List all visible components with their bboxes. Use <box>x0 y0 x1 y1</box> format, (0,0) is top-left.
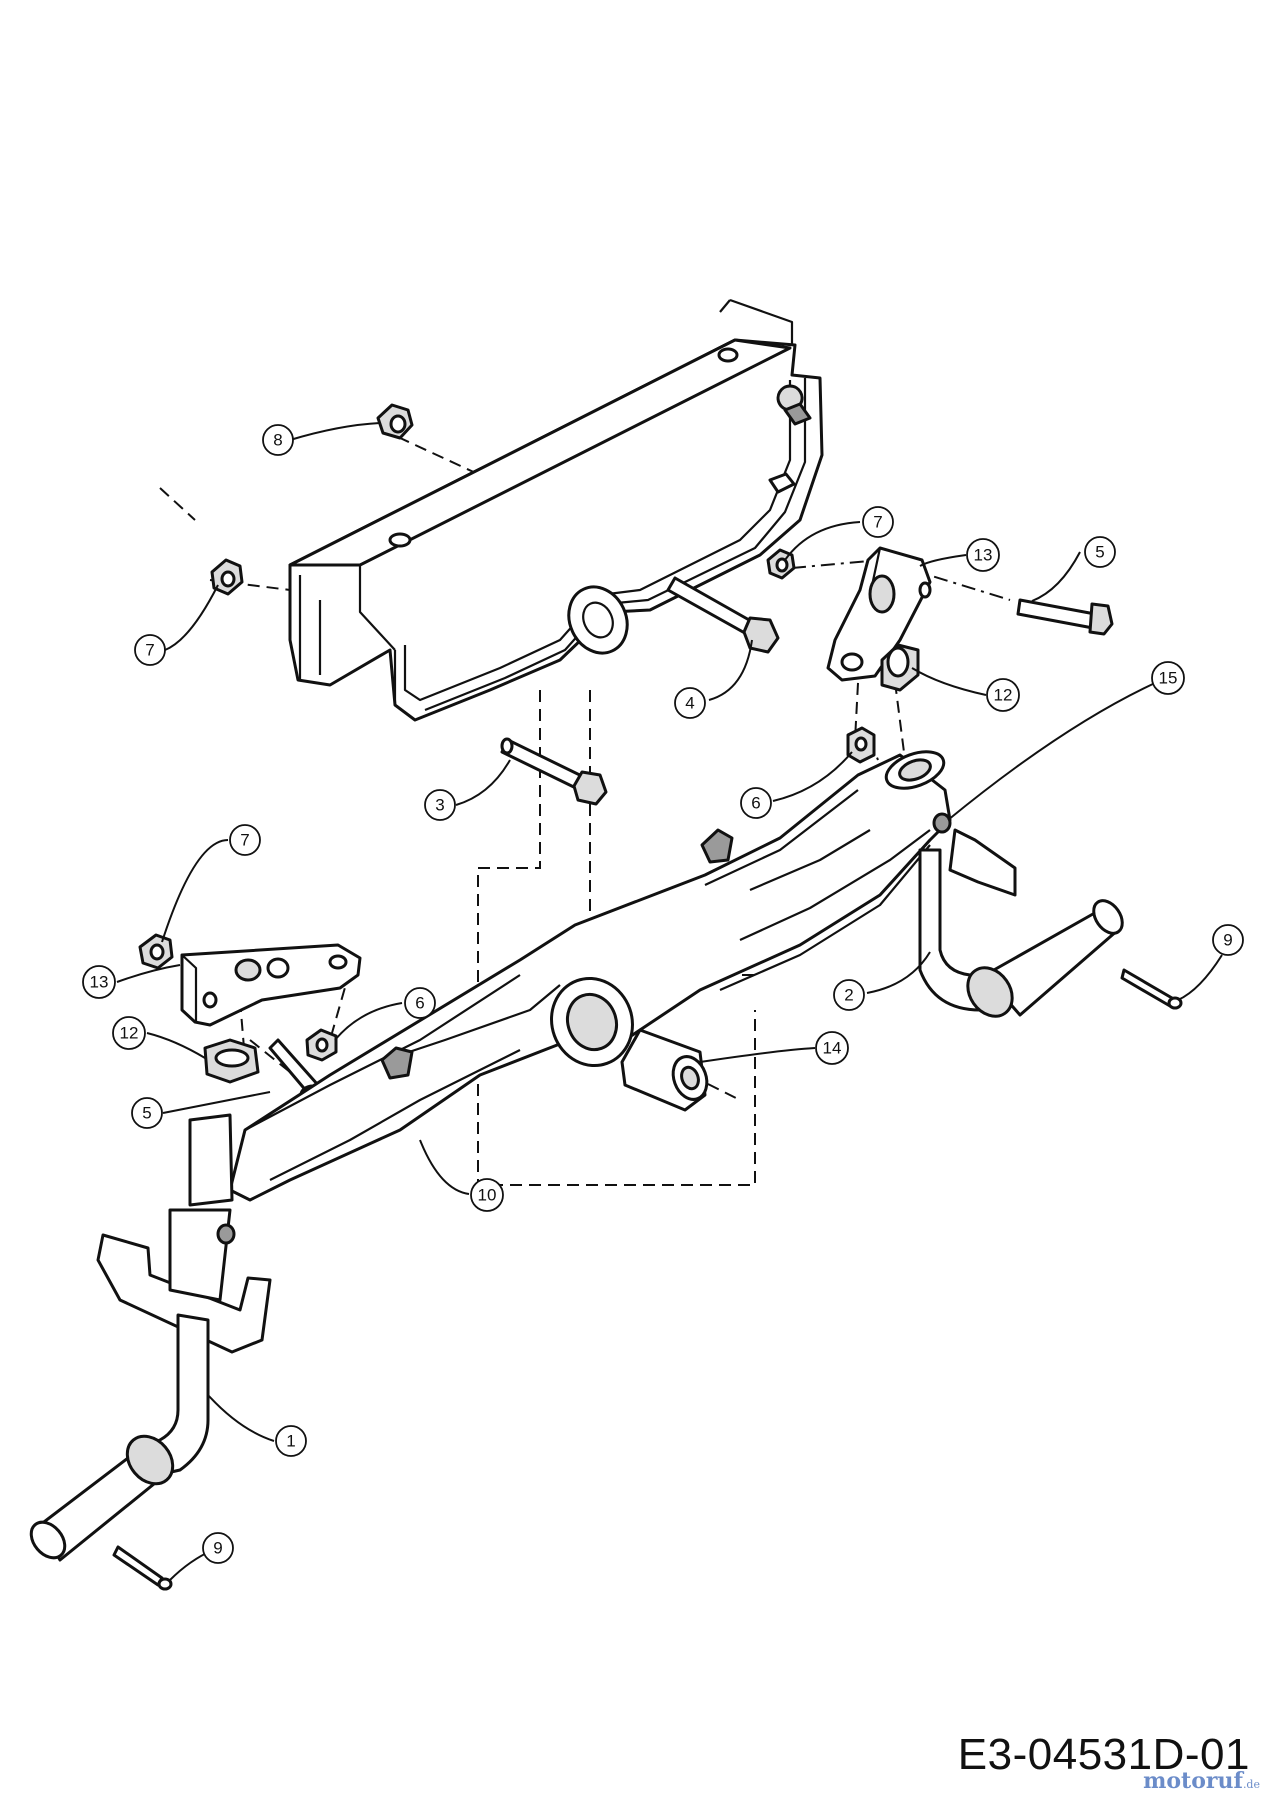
callout-7: 7 <box>862 506 894 538</box>
bushing-12-upper <box>880 643 920 692</box>
svg-text:4: 4 <box>685 694 694 713</box>
svg-text:6: 6 <box>751 794 760 813</box>
svg-text:9: 9 <box>213 1539 222 1558</box>
svg-text:7: 7 <box>240 831 249 850</box>
svg-text:10: 10 <box>478 1186 497 1205</box>
bolt-3 <box>500 737 608 806</box>
cotter-pin-9-upper <box>1120 968 1183 1010</box>
callout-2: 2 <box>833 979 865 1011</box>
bolt-4 <box>666 576 780 654</box>
cotter-pin-9-lower <box>112 1545 173 1591</box>
svg-text:1: 1 <box>286 1432 295 1451</box>
svg-text:13: 13 <box>90 973 109 992</box>
svg-text:6: 6 <box>415 994 424 1013</box>
callout-7: 7 <box>134 634 166 666</box>
callout-14: 14 <box>815 1031 849 1065</box>
flange-nut-7-left <box>210 558 244 596</box>
pivot-clamp-13-upper <box>826 546 932 682</box>
callout-12: 12 <box>112 1016 146 1050</box>
svg-text:8: 8 <box>273 431 282 450</box>
flange-nut-8 <box>376 403 414 440</box>
svg-text:7: 7 <box>873 513 882 532</box>
svg-text:15: 15 <box>1159 669 1178 688</box>
callout-3: 3 <box>424 789 456 821</box>
flange-nut-7-lower <box>138 933 174 970</box>
svg-text:5: 5 <box>1095 543 1104 562</box>
svg-text:12: 12 <box>994 686 1013 705</box>
mounting-bracket <box>288 298 824 722</box>
callout-8: 8 <box>262 424 294 456</box>
grease-fitting-15 <box>932 812 952 834</box>
callout-6: 6 <box>740 787 772 819</box>
callout-7: 7 <box>229 824 261 856</box>
callout-4: 4 <box>674 687 706 719</box>
spindle-1-left <box>29 1113 272 1562</box>
watermark-suffix: .de <box>1242 1778 1260 1791</box>
svg-text:14: 14 <box>823 1039 842 1058</box>
bolt-5-upper <box>1016 598 1114 636</box>
leader-lines <box>116 422 1223 1581</box>
spindle-2-right <box>918 828 1124 1018</box>
lock-nut-6-lower <box>305 1028 338 1062</box>
watermark-logo: motoruf.de <box>1143 1768 1260 1794</box>
callout-1: 1 <box>275 1425 307 1457</box>
svg-text:9: 9 <box>1223 931 1232 950</box>
svg-text:7: 7 <box>145 641 154 660</box>
svg-text:13: 13 <box>974 546 993 565</box>
front-axle-10 <box>228 750 952 1202</box>
callout-6: 6 <box>404 987 436 1019</box>
svg-text:3: 3 <box>435 796 444 815</box>
callout-9: 9 <box>202 1532 234 1564</box>
callout-5: 5 <box>131 1097 163 1129</box>
callout-12: 12 <box>986 678 1020 712</box>
pivot-clamp-13-lower <box>180 943 362 1027</box>
svg-text:2: 2 <box>844 986 853 1005</box>
svg-text:5: 5 <box>142 1104 151 1123</box>
callout-10: 10 <box>470 1178 504 1212</box>
callout-9: 9 <box>1212 924 1244 956</box>
lock-nut-6-upper <box>846 726 876 764</box>
svg-text:12: 12 <box>120 1024 139 1043</box>
callout-13: 13 <box>966 538 1000 572</box>
spacer-14 <box>620 1028 709 1112</box>
callout-15: 15 <box>1151 661 1185 695</box>
callout-13: 13 <box>82 965 116 999</box>
watermark-brand: motoruf <box>1143 1768 1243 1794</box>
drawing-code: E3-04531D-01 <box>957 1730 1250 1779</box>
callout-5: 5 <box>1084 536 1116 568</box>
bushing-12-lower <box>203 1038 260 1084</box>
